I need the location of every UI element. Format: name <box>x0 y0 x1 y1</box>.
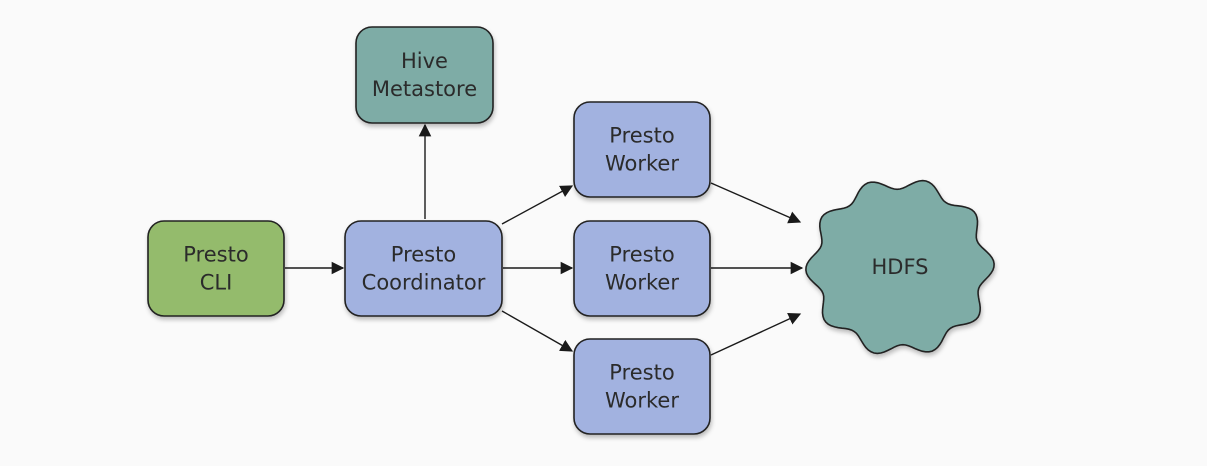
node-presto-cli-label-line-1: Presto <box>183 243 248 267</box>
node-presto-worker-1-label-line-1: Presto <box>609 124 674 148</box>
node-presto-worker-2-shape <box>573 220 711 317</box>
node-presto-coordinator-shape <box>344 220 503 317</box>
edges-layer <box>285 123 804 356</box>
node-hive-metastore-shape <box>355 26 494 124</box>
edge-presto-worker-1-to-hdfs <box>710 182 802 224</box>
node-presto-worker-2-label-line-2: Worker <box>605 271 679 295</box>
edge-presto-worker-3-to-hdfs <box>710 313 802 356</box>
edge-presto-coordinator-to-presto-worker-1 <box>501 185 574 225</box>
node-presto-coordinator-label-line-1: Presto <box>391 243 456 267</box>
node-hdfs-shape <box>805 179 995 355</box>
node-hdfs-label-line-1: HDFS <box>871 255 928 279</box>
node-presto-worker-3-shape <box>573 338 711 435</box>
node-presto-cli-label-line-2: CLI <box>200 271 233 295</box>
node-presto-worker-3-label-line-2: Worker <box>605 389 679 413</box>
node-presto-worker-2-label-line-1: Presto <box>609 243 674 267</box>
node-presto-cli-shape <box>147 220 285 317</box>
node-presto-coordinator-label-line-2: Coordinator <box>362 271 486 295</box>
node-presto-worker-1-label-line-2: Worker <box>605 152 679 176</box>
node-hdfs: HDFS <box>805 179 995 355</box>
node-presto-worker-3-label-line-1: Presto <box>609 361 674 385</box>
node-hive-metastore-label-line-2: Metastore <box>372 77 477 101</box>
nodes-layer: HiveMetastorePrestoCLIPrestoCoordinatorP… <box>147 26 995 435</box>
node-hive-metastore-label-line-1: Hive <box>401 49 448 73</box>
edge-presto-coordinator-to-presto-worker-3 <box>501 310 574 352</box>
node-presto-worker-1-shape <box>573 101 711 198</box>
